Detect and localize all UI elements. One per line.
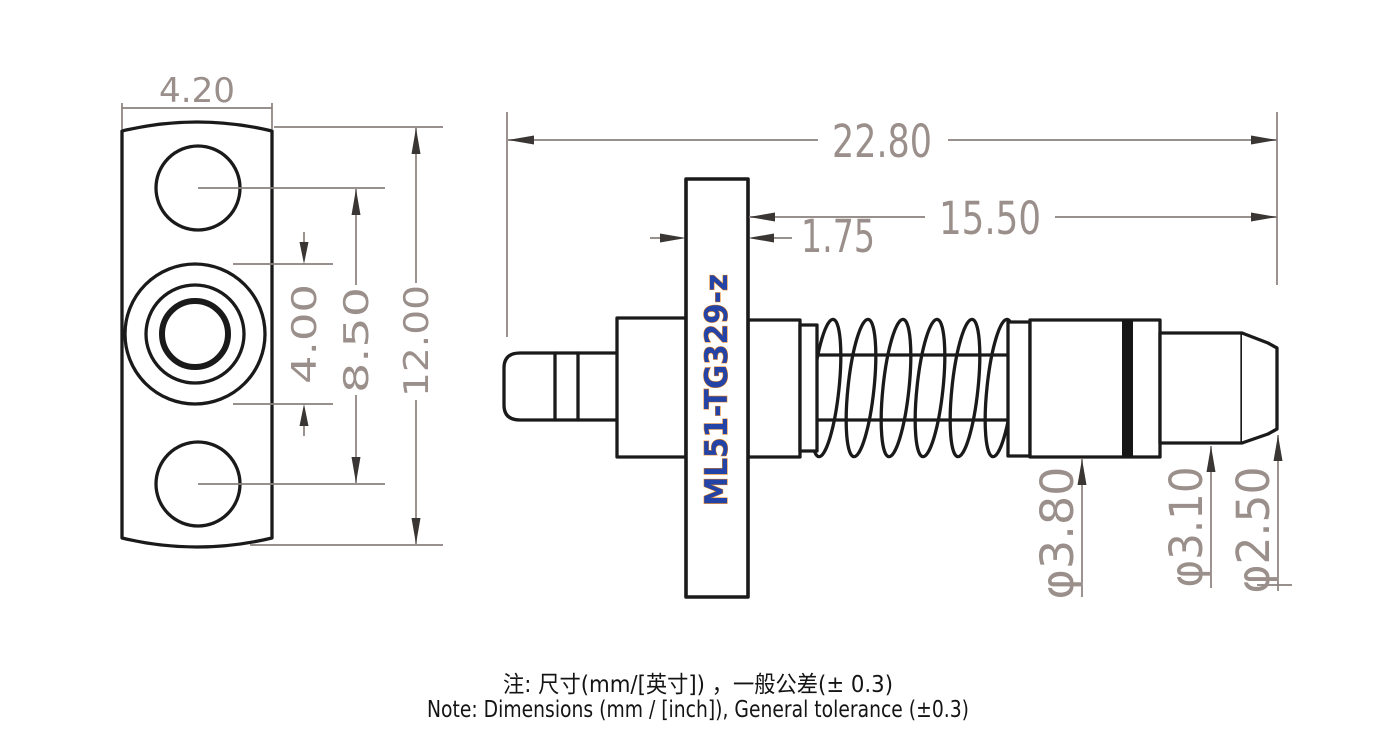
spring-coil (948, 317, 982, 459)
dim-4-00-lower-arrow (299, 404, 309, 426)
spring-coil (844, 317, 878, 459)
dim-boss-4-00: 4.00 (233, 232, 333, 436)
note-line-chinese: 注: 尺寸(mm/[英寸]) ，一般公差(± 0.3) (503, 672, 893, 698)
dim-22-80-right-arrow (1251, 135, 1277, 145)
product-label: ML51-TG329-z (699, 274, 735, 506)
dim-12-00-bottom-arrow (411, 518, 421, 544)
dim-4-20-text: 4.20 (159, 71, 235, 111)
side-view: ML51-TG329-z 22.80 15.50 1.75 φ3.80 (502, 112, 1292, 600)
dim-4-00-text: 4.00 (285, 284, 325, 384)
body-right-of-flange (746, 318, 802, 459)
dim-4-00-lines (233, 232, 333, 436)
center-boss-outer-circle (123, 262, 267, 406)
dim-3-10-arrow (1206, 446, 1216, 472)
body-black-band (1122, 320, 1133, 457)
spring-coil (913, 317, 947, 459)
dim-15-50-text: 15.50 (939, 192, 1041, 245)
dim-width-4-20: 4.20 (121, 71, 273, 129)
plunger-tip-outline (502, 351, 617, 422)
center-boss-inner-circle (159, 298, 231, 370)
spring-washer (1006, 320, 1032, 458)
dim-22-80-lines (506, 112, 1278, 337)
spring-collar (798, 323, 819, 453)
tip-section (1158, 331, 1244, 445)
spring-coil (879, 317, 913, 459)
dim-4-20-lines (121, 103, 273, 129)
dim-22-80-left-arrow (508, 135, 534, 145)
dim-2-50-text: φ2.50 (1227, 467, 1280, 594)
dim-3-10-text: φ3.10 (1160, 467, 1213, 588)
dim-diameter-3-80: φ3.80 (1031, 459, 1087, 600)
note-line-english: Note: Dimensions (mm / [inch]), General … (427, 697, 969, 723)
dim-1-75-left-arrow (660, 233, 686, 243)
dim-15-50-left-arrow (749, 212, 775, 222)
dim-8-50-text: 8.50 (337, 287, 377, 393)
dim-8-50-bottom-arrow (351, 457, 361, 483)
plunger-tip (502, 351, 617, 422)
dim-12-00-text: 12.00 (397, 285, 437, 397)
spring-shaft-lines (815, 353, 1010, 422)
dim-holes-8-50: 8.50 (198, 187, 385, 485)
center-boss-middle-circle (144, 283, 246, 385)
notes: 注: 尺寸(mm/[英寸]) ，一般公差(± 0.3) Note: Dimens… (427, 672, 969, 723)
dim-8-50-top-arrow (351, 189, 361, 215)
tip-taper (1241, 331, 1279, 445)
main-body (1028, 318, 1162, 459)
dim-height-12-00: 12.00 (250, 126, 443, 546)
dim-8-50-lines (198, 187, 385, 485)
dim-22-80-text: 22.80 (832, 115, 932, 168)
spring (809, 317, 1017, 459)
barrel-left (615, 316, 688, 459)
front-view: 4.20 4.00 8.50 12.0 (120, 71, 443, 549)
dim-15-50-right-arrow (1251, 212, 1277, 222)
dim-diameter-2-50: φ2.50 (1227, 435, 1292, 594)
plunger-tip-grooves (553, 351, 580, 422)
dim-3-80-text: φ3.80 (1031, 467, 1084, 600)
dim-4-00-upper-arrow (299, 242, 309, 264)
dim-diameter-3-10: φ3.10 (1160, 446, 1216, 588)
front-center-boss (123, 262, 267, 406)
dim-1-75-right-arrow (748, 233, 774, 243)
dim-3-80-arrow (1077, 459, 1087, 485)
dim-overall-22-80: 22.80 (506, 112, 1278, 337)
dim-1-75-text: 1.75 (801, 210, 875, 263)
dim-flange-1-75: 1.75 (650, 210, 875, 263)
dim-2-50-arrow (1273, 435, 1283, 461)
dim-12-00-lines (250, 126, 443, 546)
dim-12-00-top-arrow (411, 128, 421, 154)
dim-front-length-15-50: 15.50 (749, 192, 1277, 245)
front-view-body-outline (120, 120, 274, 549)
flange (684, 177, 750, 599)
